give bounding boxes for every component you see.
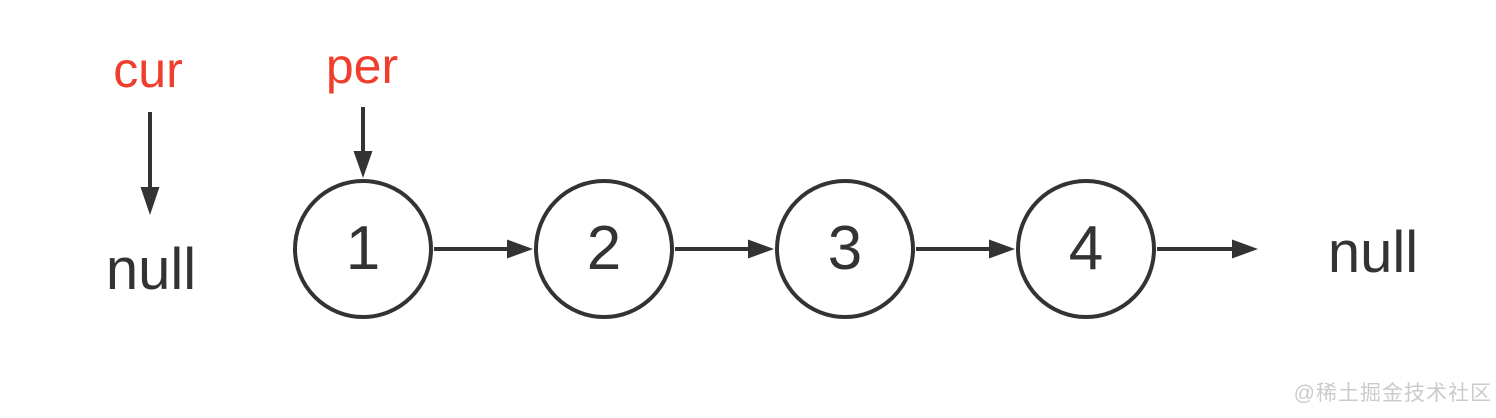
node-value: 4 xyxy=(1068,214,1104,283)
arrow-head xyxy=(507,239,533,259)
watermark: @稀土掘金技术社区 xyxy=(1293,381,1492,405)
edge-1-2-arrow-icon xyxy=(434,239,533,259)
node-value: 1 xyxy=(345,214,381,283)
list-node-1: 1 xyxy=(293,179,433,319)
node-value: 2 xyxy=(586,214,622,283)
cur-null-label: null xyxy=(105,237,197,302)
edge-2-3-arrow-icon xyxy=(675,239,774,259)
arrow-head xyxy=(748,239,774,259)
arrow-head xyxy=(1232,239,1258,259)
list-node-4: 4 xyxy=(1016,179,1156,319)
per-pointer-arrow-icon xyxy=(353,107,373,178)
cur-pointer-label: cur xyxy=(113,42,183,98)
arrow-head xyxy=(989,239,1015,259)
list-node-3: 3 xyxy=(775,179,915,319)
per-pointer-label: per xyxy=(325,38,399,94)
tail-null-label: null xyxy=(1327,220,1419,285)
edge-4-null-arrow-icon xyxy=(1157,239,1258,259)
arrow-head xyxy=(353,151,373,178)
cur-pointer-arrow-icon xyxy=(140,112,160,215)
edge-3-4-arrow-icon xyxy=(916,239,1015,259)
list-node-2: 2 xyxy=(534,179,674,319)
node-value: 3 xyxy=(827,214,863,283)
arrow-head xyxy=(140,187,160,215)
